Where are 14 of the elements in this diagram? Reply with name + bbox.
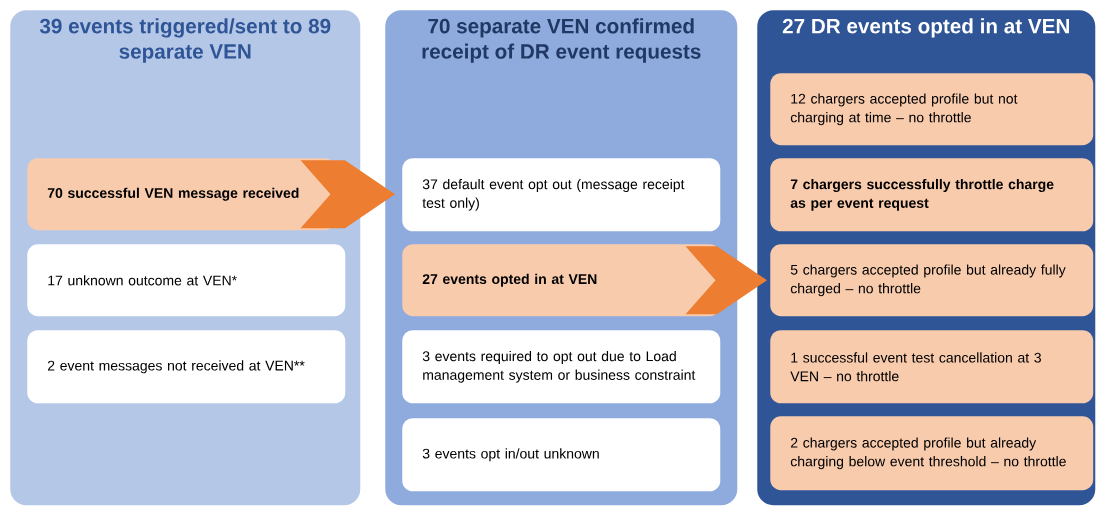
info-box: 70 successful VEN message received xyxy=(27,158,336,231)
info-box: 37 default event opt out (message receipt test only) xyxy=(402,158,721,232)
chevron-arrow xyxy=(685,246,767,315)
info-box: 1 successful event test cancellation at 3 VEN – no throttle xyxy=(770,330,1094,404)
info-box: 2 chargers accepted profile but already charging below event threshold – no throttle xyxy=(770,416,1094,491)
info-box: 2 event messages not received at VEN** xyxy=(27,330,346,404)
info-box: 27 events opted in at VEN xyxy=(402,244,721,317)
info-box: 3 events opt in/out unknown xyxy=(402,418,721,492)
chevron-arrow xyxy=(300,160,395,229)
info-box: 17 unknown outcome at VEN* xyxy=(27,244,346,317)
info-box: 7 chargers successfully throttle charge as per event request xyxy=(770,158,1094,232)
info-box: 12 chargers accepted profile but not charging at time – no throttle xyxy=(770,73,1094,146)
info-box: 3 events required to opt out due to Load management system or business constraint xyxy=(402,330,721,404)
info-box: 5 chargers accepted profile but already fully charged – no throttle xyxy=(770,244,1094,317)
